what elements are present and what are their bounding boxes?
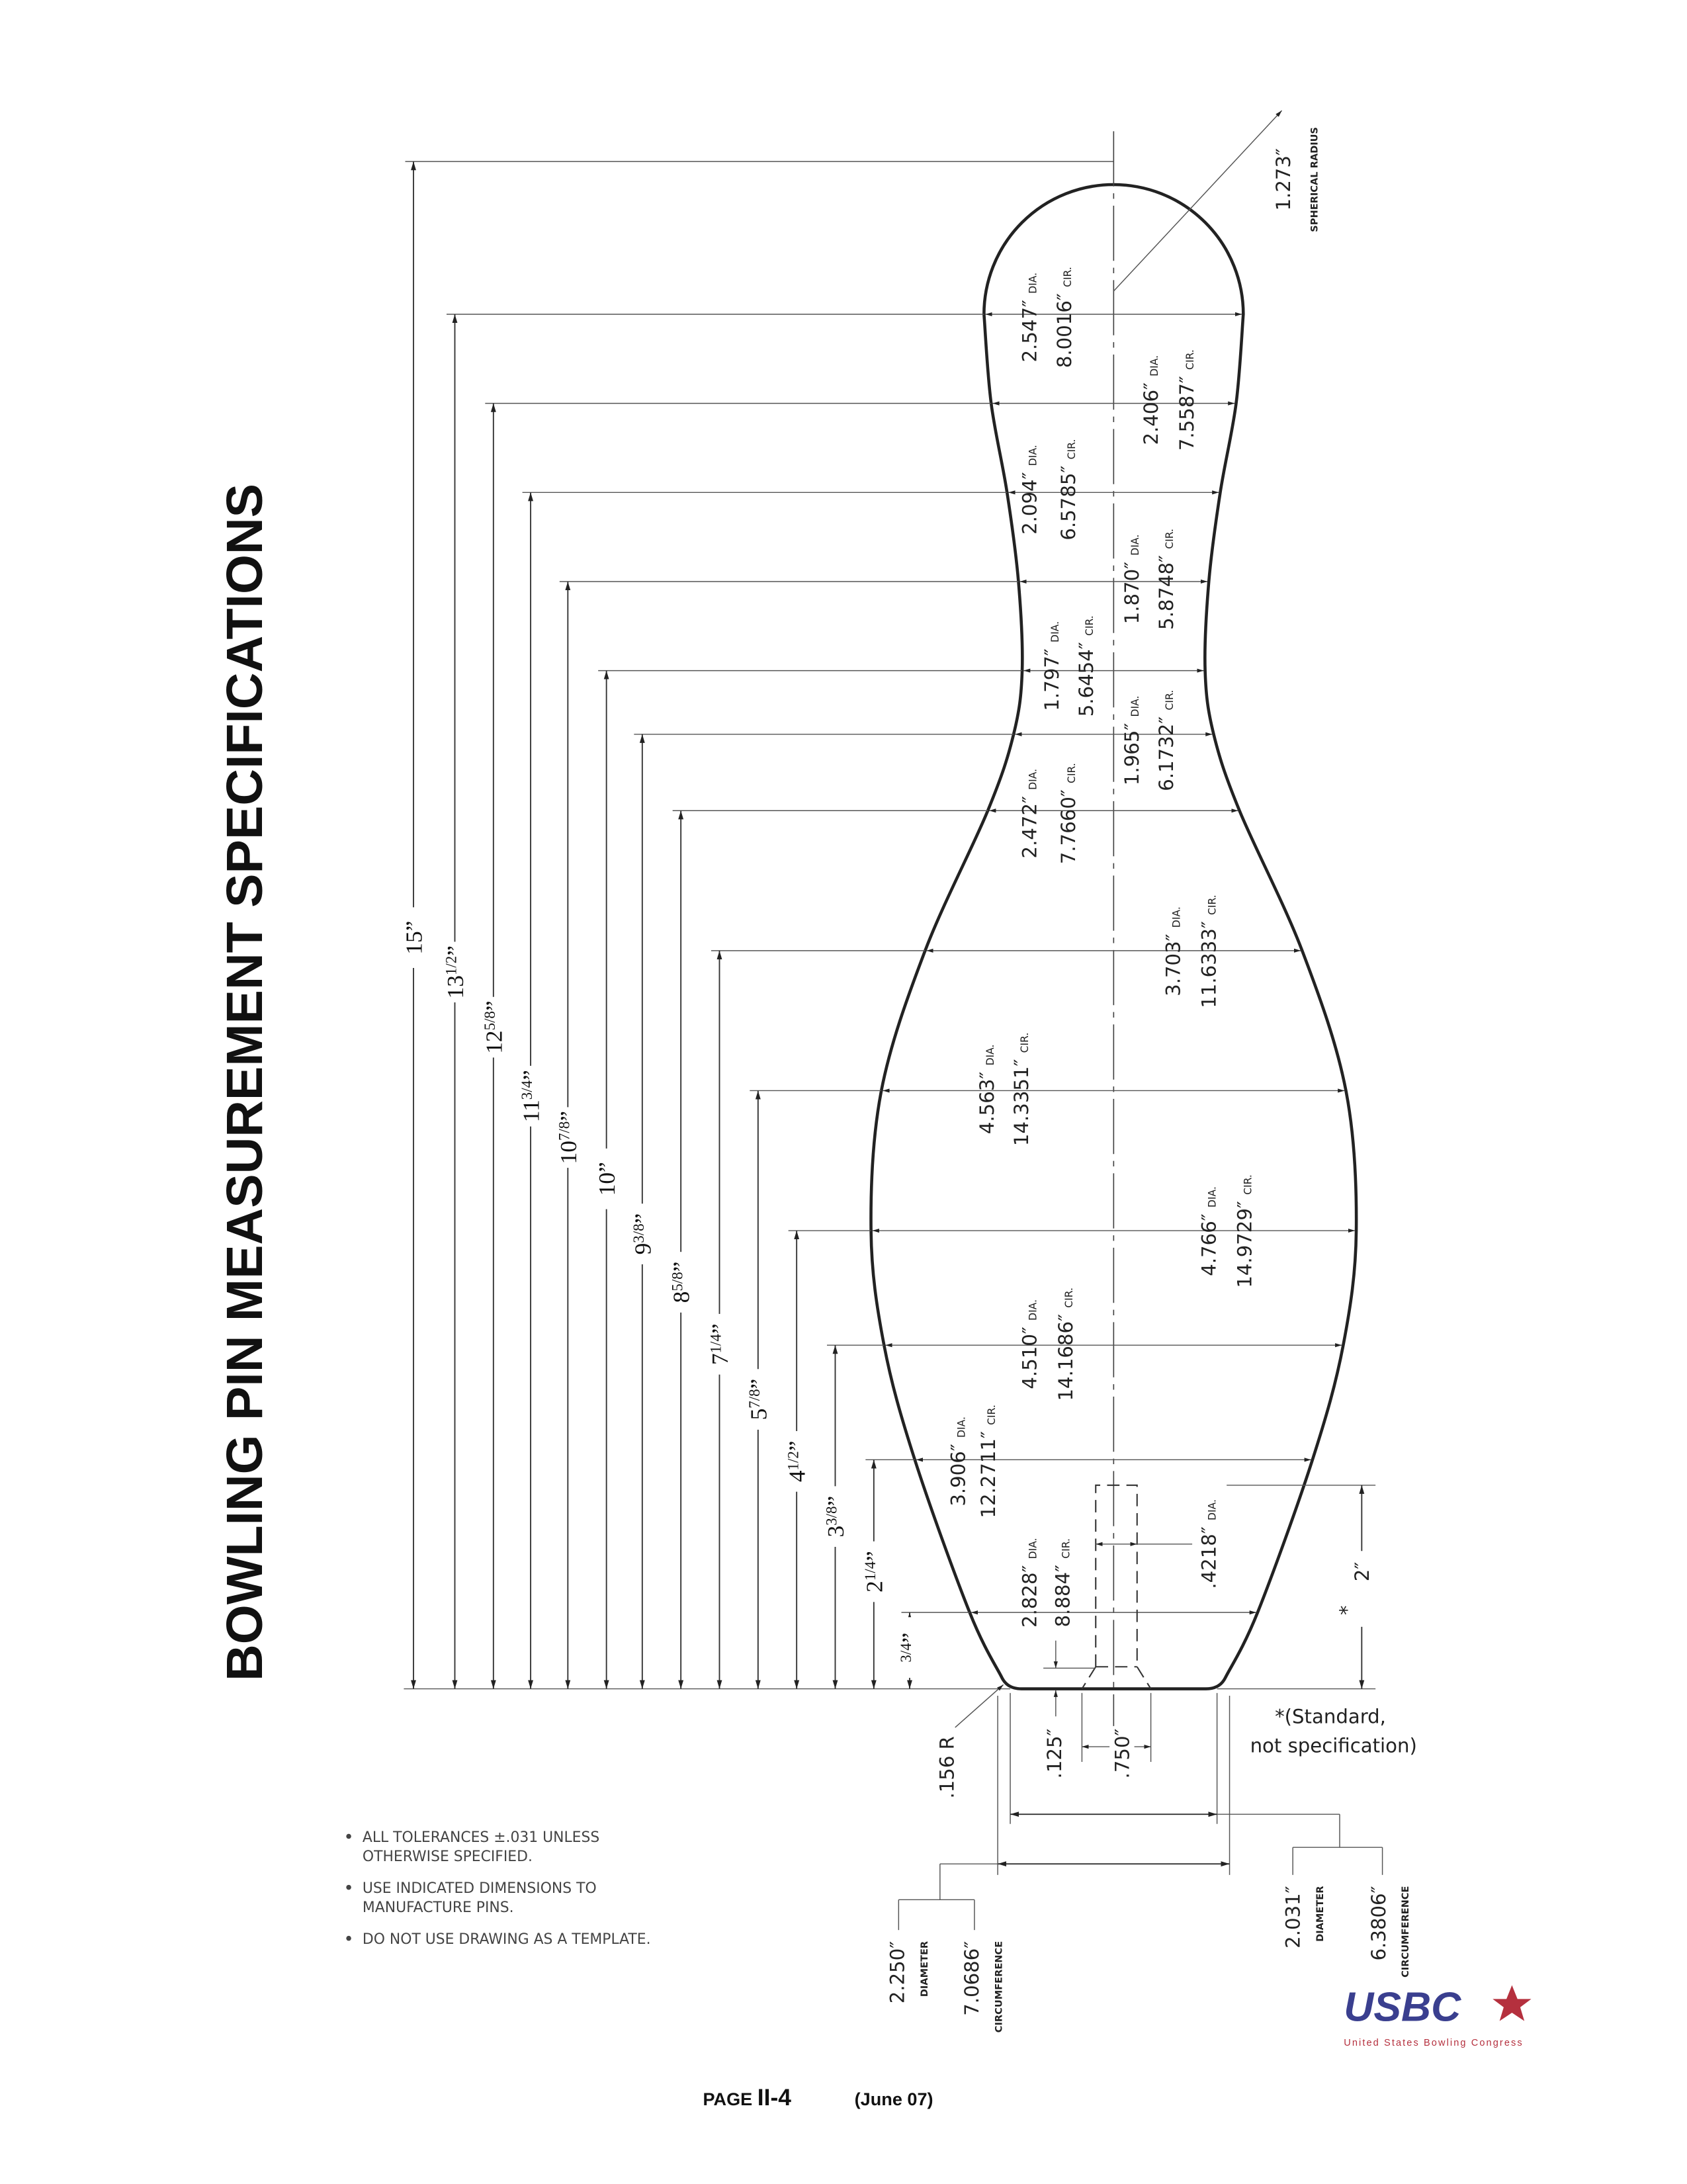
height-label: 3/4”: [897, 1633, 924, 1663]
section-circumference: 14.9729″ CIR.: [1234, 1174, 1256, 1288]
inner-circumference-caption: CIRCUMFERENCE: [1400, 1886, 1411, 1978]
section-circumference: 14.1686″ CIR.: [1055, 1288, 1077, 1401]
height-label: 131/2”: [442, 945, 468, 998]
note-text: USE INDICATED DIMENSIONS TO: [363, 1880, 597, 1897]
label-bg: [897, 1617, 922, 1678]
section-circumference: 6.5785″ CIR.: [1057, 439, 1080, 541]
star-icon: [1492, 1985, 1532, 2021]
section-diameter: 2.406″ DIA.: [1140, 355, 1162, 445]
note-text: DO NOT USE DRAWING AS A TEMPLATE.: [363, 1931, 651, 1948]
pin-outline: [869, 183, 1358, 1690]
height-label: 125/8”: [480, 1000, 507, 1053]
hole-width-label: .750″: [1111, 1728, 1133, 1778]
section-diameter: 1.870″ DIA.: [1121, 535, 1143, 625]
pin-hole: [1081, 1484, 1152, 1690]
outer-circumference-caption: CIRCUMFERENCE: [994, 1941, 1005, 2032]
label-bg: [401, 907, 426, 968]
height-label: 107/8”: [555, 1111, 582, 1164]
label-bg: [1348, 1551, 1376, 1627]
section-diameter: 2.472″ DIA.: [1019, 769, 1041, 859]
section-diameter: 1.965″ DIA.: [1121, 695, 1143, 785]
outer-diameter-caption: DIAMETER: [919, 1941, 930, 1997]
hole-depth-label: 2″: [1351, 1562, 1373, 1582]
bullet-icon: [346, 1833, 351, 1839]
label-bg: [668, 1252, 693, 1313]
note-text: MANUFACTURE PINS.: [363, 1900, 514, 1916]
section-circumference: 5.8748″ CIR.: [1155, 529, 1178, 630]
height-label: 10”: [593, 1162, 620, 1196]
logo-tagline: United States Bowling Congress: [1344, 2038, 1524, 2048]
inner-circumference-value: 6.3806″: [1367, 1886, 1390, 1960]
outer-diameter-value: 2.250″: [887, 1941, 909, 2003]
label-bg: [746, 1369, 771, 1430]
label-bg: [784, 1431, 809, 1492]
label-bg: [593, 1148, 619, 1209]
label-bg: [1109, 1730, 1135, 1772]
page-title: BOWLING PIN MEASUREMENT SPECIFICATIONS: [216, 484, 273, 1681]
bullet-icon: [346, 1935, 351, 1941]
section-circumference: 8.0016″ CIR.: [1053, 267, 1076, 368]
label-bg: [707, 1313, 732, 1375]
section-circumference: 7.7660″ CIR.: [1057, 763, 1080, 864]
height-label: 113/4”: [518, 1070, 544, 1122]
footer-date: (June 07): [855, 2089, 933, 2109]
section-circumference: 7.5587″ CIR.: [1176, 349, 1198, 451]
fillet-label: .156 R: [936, 1736, 959, 1798]
section-circumference: 14.3351″ CIR.: [1010, 1033, 1033, 1147]
section-diameter: 2.828″ DIA.: [1019, 1538, 1041, 1628]
section-circumference: 5.6454″ CIR.: [1075, 615, 1098, 717]
section-diameter: 2.547″ DIA.: [1019, 273, 1041, 363]
hole-diameter-label: .4218″ DIA.: [1198, 1499, 1221, 1589]
logo-text: USBC: [1344, 1984, 1461, 2031]
height-label: 21/4”: [861, 1551, 887, 1593]
height-label: 85/8”: [668, 1262, 695, 1303]
hole-depth-mark: *: [1336, 1606, 1358, 1616]
radius-label: 1.273″: [1272, 148, 1295, 210]
label-bg: [630, 1203, 655, 1264]
height-label: 41/2”: [784, 1440, 810, 1482]
bullet-icon: [346, 1884, 351, 1890]
label-bg: [481, 996, 506, 1058]
radius-caption: SPHERICAL RADIUS: [1309, 127, 1320, 232]
section-diameter: 4.563″ DIA.: [976, 1045, 998, 1135]
standard-note: not specification): [1250, 1734, 1417, 1757]
fillet-leader: [955, 1684, 1004, 1728]
height-label: 93/8”: [629, 1213, 656, 1255]
label-bg: [518, 1065, 543, 1127]
footer-page: PAGE II-4: [703, 2084, 792, 2111]
height-label: 57/8”: [745, 1379, 771, 1420]
standard-note: *(Standard,: [1275, 1706, 1386, 1728]
height-label: 33/8”: [822, 1496, 849, 1538]
section-diameter: 1.797″ DIA.: [1041, 621, 1063, 711]
inner-diameter-value: 2.031″: [1282, 1886, 1305, 1948]
section-circumference: 12.2711″ CIR.: [977, 1405, 1000, 1518]
inner-diameter-caption: DIAMETER: [1315, 1886, 1326, 1942]
label-bg: [442, 941, 468, 1003]
section-diameter: 3.703″ DIA.: [1162, 906, 1184, 996]
note-text: ALL TOLERANCES ±.031 UNLESS: [363, 1829, 599, 1846]
label-bg: [822, 1486, 848, 1547]
notes: ALL TOLERANCES ±.031 UNLESS OTHERWISE SPE…: [346, 1829, 651, 1948]
usbc-logo: USBC United States Bowling Congress: [1344, 1984, 1532, 2048]
height-label: 15”: [401, 921, 427, 955]
height-label: 71/4”: [707, 1323, 733, 1365]
note-text: OTHERWISE SPECIFIED.: [363, 1849, 533, 1865]
label-bg: [861, 1541, 887, 1602]
section-diameter: 3.906″ DIA.: [947, 1417, 969, 1507]
offset-label: .125″: [1043, 1728, 1066, 1778]
section-diameter: 4.766″ DIA.: [1198, 1186, 1221, 1276]
section-circumference: 6.1732″ CIR.: [1155, 690, 1178, 791]
section-diameter: 4.510″ DIA.: [1019, 1299, 1041, 1389]
outer-circumference-value: 7.0686″: [961, 1941, 983, 2016]
label-bg: [555, 1107, 581, 1168]
section-circumference: 11.6333″ CIR.: [1198, 895, 1221, 1008]
radius-leader: [1113, 110, 1283, 292]
section-diameter: 2.094″ DIA.: [1019, 445, 1041, 535]
section-circumference: 8.884″ CIR.: [1052, 1538, 1074, 1627]
